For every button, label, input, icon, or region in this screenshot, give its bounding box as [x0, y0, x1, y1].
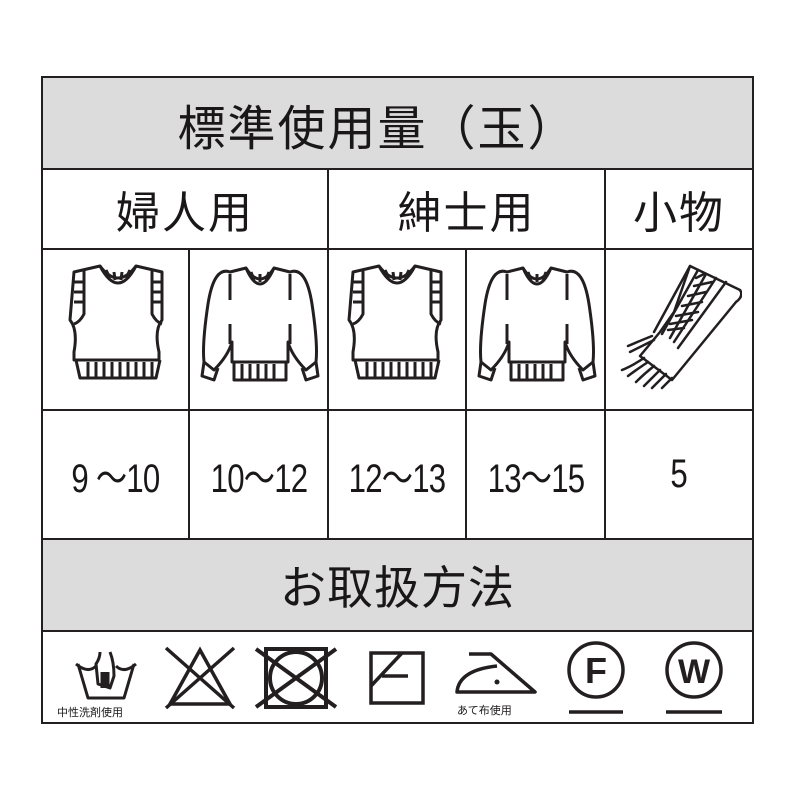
- scarf-icon: [620, 264, 742, 390]
- wet-clean-w-icon: W: [665, 641, 723, 714]
- amount-womens-sweater: 10～12: [210, 456, 307, 501]
- amount-mens-vest-cell: 12～13: [329, 411, 465, 538]
- svg-text:F: F: [585, 650, 607, 691]
- divider: [188, 248, 190, 538]
- amount-womens-vest-cell: 9 ～10: [43, 411, 188, 538]
- amount-mens-vest: 12～13: [348, 456, 446, 501]
- amount-scarf: 5: [670, 452, 688, 496]
- no-bleach-icon: [164, 646, 236, 710]
- group-accessories: 小物: [633, 188, 725, 239]
- iron-low-icon: [455, 652, 537, 694]
- iron-caption: あて布使用: [457, 704, 512, 717]
- divider: [41, 168, 754, 170]
- group-womens: 婦人用: [116, 188, 254, 239]
- vest-icon: [347, 264, 443, 380]
- sweater-icon: [200, 266, 320, 382]
- group-mens: 紳士用: [397, 188, 536, 239]
- amount-mens-sweater: 13～15: [487, 456, 584, 501]
- hand-wash-icon: [75, 651, 137, 700]
- usage-title-band: [43, 78, 752, 169]
- divider: [465, 248, 467, 538]
- no-tumble-dry-icon: [254, 647, 338, 709]
- dry-clean-f-icon: F: [567, 641, 625, 714]
- vest-icon: [68, 264, 164, 380]
- amount-womens-vest: 9 ～10: [71, 456, 160, 501]
- label-frame: [41, 76, 754, 724]
- divider: [604, 168, 606, 538]
- divider: [41, 538, 754, 540]
- svg-text:W: W: [678, 653, 711, 691]
- sweater-icon: [477, 266, 597, 382]
- dry-flat-shade-icon: [369, 651, 425, 705]
- amount-scarf-cell: 5: [606, 411, 752, 538]
- care-title: お取扱方法: [280, 561, 515, 615]
- amount-womens-sweater-cell: 10～12: [190, 411, 327, 538]
- divider: [327, 168, 329, 538]
- divider: [41, 248, 754, 250]
- usage-title: 標準使用量（玉）: [177, 100, 578, 157]
- divider: [41, 630, 754, 632]
- hand-wash-caption: 中性洗剤使用: [57, 706, 123, 719]
- care-title-band: [43, 540, 752, 631]
- divider: [41, 409, 754, 411]
- amount-mens-sweater-cell: 13～15: [467, 411, 604, 538]
